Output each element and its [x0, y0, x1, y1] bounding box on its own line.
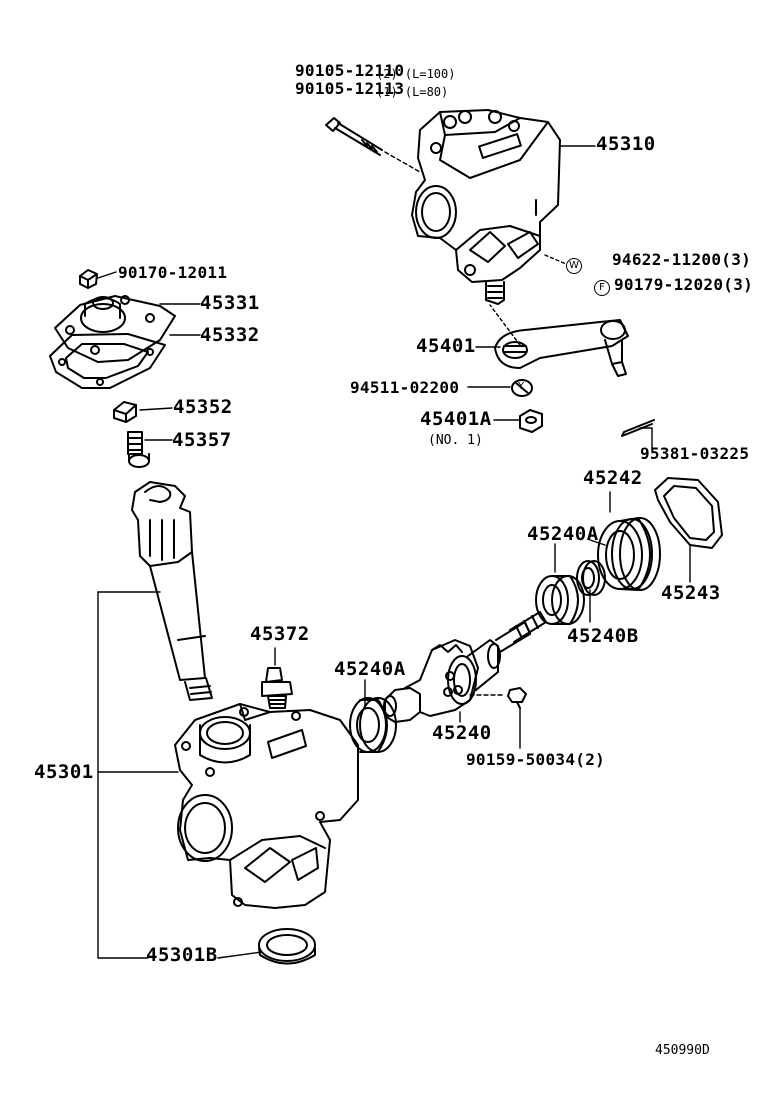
adj-screw-number: 45357 — [172, 429, 232, 451]
cover-45331 — [54, 295, 176, 363]
gear-assembly-45310 — [411, 109, 561, 305]
adj-screw-45357 — [127, 431, 150, 468]
locknut-45243 — [654, 477, 723, 549]
bolt-90159 — [507, 687, 527, 709]
breather-number: 45372 — [250, 623, 310, 645]
pitman-arm-number: 45401 — [416, 335, 476, 357]
washer-w-symbol: W — [566, 258, 582, 274]
bearing-45240B — [576, 560, 606, 596]
nut-90170 — [79, 269, 98, 289]
seal-number: 45301B — [146, 944, 218, 966]
top-nut-number: 90170-12011 — [118, 263, 228, 282]
pin-95381 — [621, 419, 655, 437]
lock-washer-number: 94511-02200 — [350, 378, 460, 397]
diagram-id: 450990D — [655, 1043, 710, 1058]
leader-lines — [97, 145, 691, 959]
bearing-a-lower-number: 45240A — [334, 658, 406, 680]
pitman-arm-45401 — [494, 319, 629, 377]
seal-45301B — [258, 928, 316, 965]
bolt-l100-note: (2) (L=100) — [376, 67, 456, 81]
bearing-45240A-lower — [349, 697, 397, 753]
housing-45301 — [174, 703, 359, 909]
adjuster-number: 45242 — [583, 467, 643, 489]
pitman-nut-45401A — [519, 409, 543, 433]
bolt-90105 — [325, 117, 383, 156]
locknut-number: 45243 — [661, 582, 721, 604]
gasket-number: 45332 — [200, 324, 260, 346]
valve-bolt-number: 90159-50034(2) — [466, 750, 606, 769]
lock-washer-symbol: Y — [517, 381, 525, 392]
adjuster-45242 — [597, 517, 661, 591]
pin-number: 95381-03225 — [640, 444, 750, 463]
gasket-45332 — [49, 333, 166, 389]
bearing-45240A-upper — [535, 575, 585, 625]
bolt-l80-number: 90105-12113 — [295, 79, 405, 98]
nut-f-symbol: F — [594, 280, 610, 296]
bearing-a-upper-number: 45240A — [527, 523, 599, 545]
valve-assembly-45240 — [383, 611, 547, 723]
bolt-l100-number: 90105-12110 — [295, 61, 405, 80]
nut-f-number: 90179-12020(3) — [614, 275, 754, 294]
gear-assembly-number: 45310 — [596, 133, 656, 155]
washer-number: 94622-11200(3) — [612, 250, 752, 269]
valve-assembly-number: 45240 — [432, 722, 492, 744]
cover-number: 45331 — [200, 292, 260, 314]
bolt-l80-note: (1) (L=80) — [376, 85, 449, 99]
pitman-nut-sub: (NO. 1) — [428, 433, 483, 448]
housing-number: 45301 — [34, 761, 94, 783]
bearing-b-number: 45240B — [567, 625, 639, 647]
adj-nut-number: 45352 — [173, 396, 233, 418]
adj-nut-45352 — [113, 401, 137, 423]
sector-shaft — [131, 481, 213, 701]
breather-45372 — [261, 667, 293, 709]
pitman-nut-number: 45401A — [420, 408, 492, 430]
lock-washer-94511 — [511, 379, 533, 397]
